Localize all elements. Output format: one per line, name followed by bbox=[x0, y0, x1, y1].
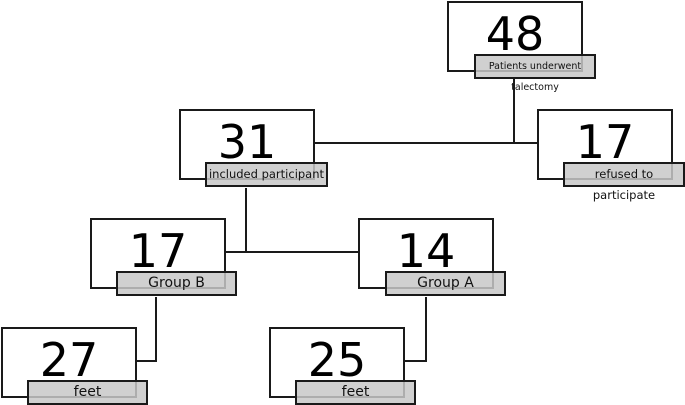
node-group-b-label: Group B bbox=[116, 271, 237, 296]
connector-included-refused bbox=[315, 142, 538, 144]
node-feet-a-label: feet bbox=[295, 380, 416, 405]
node-refused-label: refused to participate bbox=[563, 162, 685, 202]
connector-groupa-down bbox=[425, 297, 427, 362]
node-feet-a: 25 bbox=[269, 327, 405, 398]
node-feet-b-label: feet bbox=[27, 380, 148, 405]
node-feet-a-count: 25 bbox=[307, 333, 367, 387]
connector-groupb-down bbox=[155, 297, 157, 362]
node-included-label: included participant bbox=[205, 162, 328, 187]
node-total-label: Patients underwent talectomy bbox=[474, 54, 596, 93]
node-group-b-count: 17 bbox=[128, 224, 188, 278]
connector-groupb-feet bbox=[136, 360, 157, 362]
connector-groups bbox=[226, 251, 359, 253]
node-included-count: 31 bbox=[217, 115, 277, 169]
node-refused-count: 17 bbox=[575, 115, 635, 169]
node-total-count: 48 bbox=[485, 7, 545, 61]
connector-included-down bbox=[245, 188, 247, 253]
connector-total-down bbox=[513, 79, 515, 144]
node-feet-b-count: 27 bbox=[39, 333, 99, 387]
node-included: 31 bbox=[179, 109, 315, 180]
node-group-a-count: 14 bbox=[396, 224, 456, 278]
connector-groupa-feet bbox=[405, 360, 427, 362]
node-group-a-label: Group A bbox=[385, 271, 506, 296]
